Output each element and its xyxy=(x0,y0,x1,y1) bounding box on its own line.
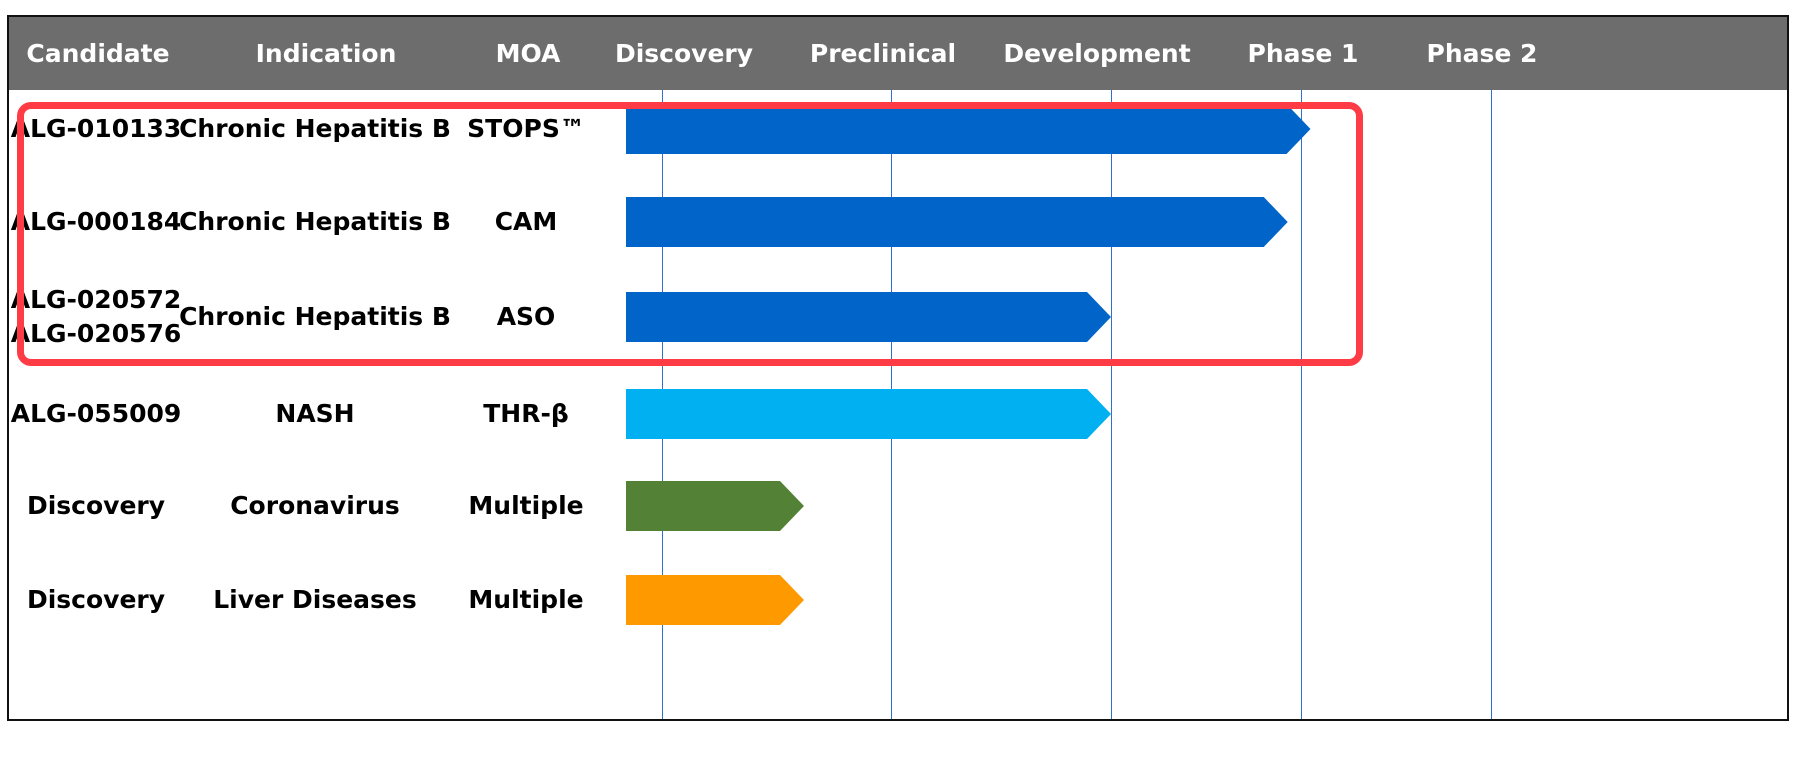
progress-arrow xyxy=(626,197,1288,247)
candidate-cell: ALG-010133 xyxy=(10,114,182,143)
indication-cell: NASH xyxy=(275,399,355,428)
progress-arrow xyxy=(626,292,1111,342)
moa-cell: Multiple xyxy=(468,585,584,614)
grid-line-development xyxy=(1111,90,1112,719)
header-row: Candidate Indication MOA Discovery Precl… xyxy=(9,17,1787,90)
progress-arrow-fill xyxy=(626,292,1111,342)
pipeline-chart: Candidate Indication MOA Discovery Precl… xyxy=(7,15,1789,721)
progress-arrow-shape xyxy=(626,481,804,531)
candidate-cell: ALG-055009 xyxy=(10,399,182,428)
highlight-box xyxy=(17,102,1363,366)
indication-cell: Chronic Hepatitis B xyxy=(179,207,451,236)
header-indication: Indication xyxy=(255,39,397,68)
progress-arrow-fill xyxy=(626,104,1311,154)
indication-cell: Liver Diseases xyxy=(213,585,417,614)
progress-arrow-shape xyxy=(626,389,1111,439)
moa-cell: THR-β xyxy=(483,399,569,428)
progress-arrow-shape xyxy=(626,292,1111,342)
header-phase-1: Phase 1 xyxy=(1247,39,1359,68)
progress-arrow-shape xyxy=(626,197,1288,247)
candidate-cell: Discovery xyxy=(26,491,166,520)
header-candidate: Candidate xyxy=(26,39,170,68)
grid-line-phase-2 xyxy=(1491,90,1492,719)
header-discovery: Discovery xyxy=(614,39,754,68)
progress-arrow-fill xyxy=(626,575,804,625)
moa-cell: Multiple xyxy=(468,491,584,520)
progress-arrow-shape xyxy=(626,104,1311,154)
progress-arrow xyxy=(626,104,1311,154)
progress-arrow-fill xyxy=(626,197,1288,247)
header-development: Development xyxy=(1003,39,1191,68)
header-moa: MOA xyxy=(495,39,561,68)
candidate-cell: Discovery xyxy=(26,585,166,614)
candidate-cell: ALG-020572 ALG-020576 xyxy=(10,285,182,348)
moa-cell: CAM xyxy=(494,207,558,236)
candidate-cell: ALG-000184 xyxy=(10,207,182,236)
progress-arrow xyxy=(626,389,1111,439)
progress-arrow xyxy=(626,481,804,531)
progress-arrow-fill xyxy=(626,481,804,531)
header-preclinical: Preclinical xyxy=(809,39,957,68)
moa-cell: STOPS™ xyxy=(467,114,585,143)
indication-cell: Coronavirus xyxy=(230,491,400,520)
grid-line-phase-1 xyxy=(1301,90,1302,719)
progress-arrow-shape xyxy=(626,575,804,625)
indication-cell: Chronic Hepatitis B xyxy=(179,302,451,331)
progress-arrow-fill xyxy=(626,389,1111,439)
header-phase-2: Phase 2 xyxy=(1426,39,1538,68)
progress-arrow xyxy=(626,575,804,625)
moa-cell: ASO xyxy=(496,302,556,331)
indication-cell: Chronic Hepatitis B xyxy=(179,114,451,143)
